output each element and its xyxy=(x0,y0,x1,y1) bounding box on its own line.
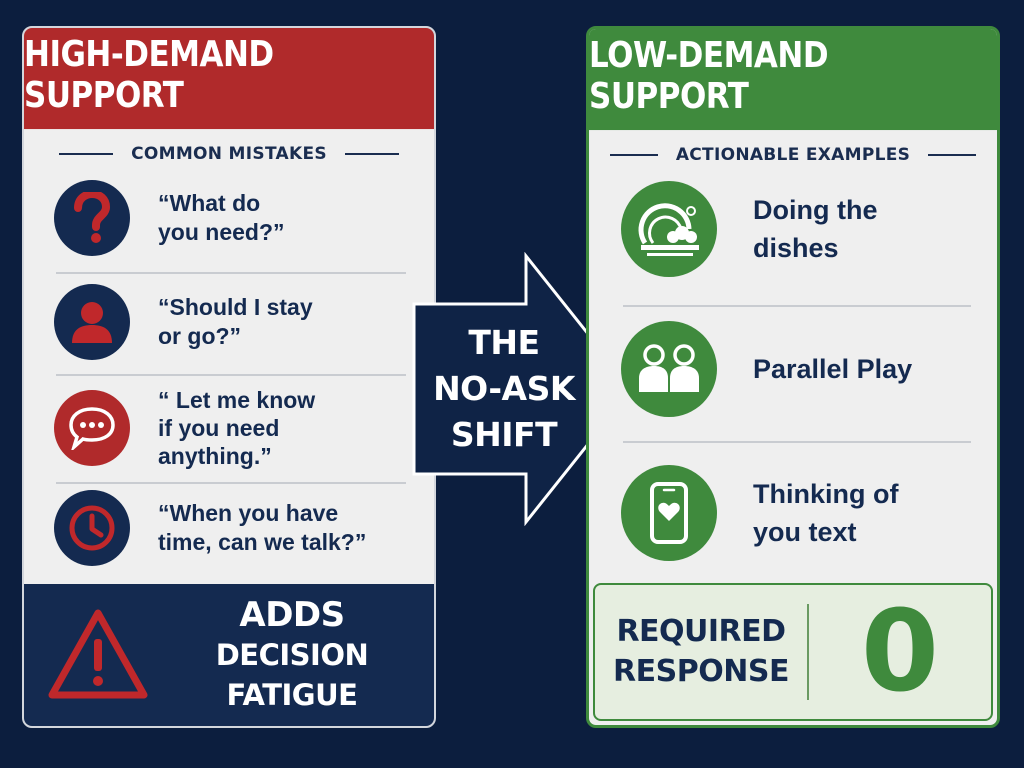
two-people-icon xyxy=(621,321,717,417)
required-response-text: REQUIRED RESPONSE xyxy=(613,614,789,689)
decision-fatigue-label: DECISION FATIGUE xyxy=(215,638,369,712)
heading-rule-left xyxy=(609,154,658,156)
divider xyxy=(623,305,971,307)
mistake-text: “ Let me know if you need anything.” xyxy=(158,387,316,469)
mistake-item-stay-or-go: “Should I stay or go?” xyxy=(54,284,406,360)
required-response-box: REQUIRED RESPONSE 0 xyxy=(593,583,993,721)
low-demand-panel: LOW-DEMAND SUPPORT ACTIONABLE EXAMPLES D… xyxy=(586,26,1000,728)
divider xyxy=(56,272,406,274)
adds-label: ADDS xyxy=(239,595,345,635)
question-mark-icon xyxy=(54,180,130,256)
required-response-label: REQUIRED RESPONSE xyxy=(595,612,807,692)
divider xyxy=(56,482,406,484)
chat-bubble-icon xyxy=(54,390,130,466)
divider xyxy=(56,374,406,376)
high-demand-title: HIGH-DEMAND SUPPORT xyxy=(24,28,434,130)
example-text: Parallel Play xyxy=(753,354,913,384)
person-icon xyxy=(54,284,130,360)
example-item-dishes: Doing the dishes xyxy=(621,181,971,277)
dishes-icon xyxy=(621,181,717,277)
shift-line-3: SHIFT xyxy=(450,415,558,454)
actionable-examples-heading: ACTIONABLE EXAMPLES xyxy=(589,141,997,169)
mistake-item-let-me-know: “ Let me know if you need anything.” xyxy=(54,386,406,470)
shift-arrow-icon xyxy=(412,252,634,526)
example-item-thinking-of-you: Thinking of you text xyxy=(621,465,971,561)
mistake-text: “When you have time, can we talk?” xyxy=(158,500,367,555)
actionable-examples-label: ACTIONABLE EXAMPLES xyxy=(675,145,911,165)
common-mistakes-label: COMMON MISTAKES xyxy=(131,144,327,164)
mistake-item-what-do-you-need: “What do you need?” xyxy=(54,180,406,256)
clock-icon xyxy=(54,490,130,566)
shift-line-1: THE xyxy=(468,323,540,362)
phone-heart-icon xyxy=(621,465,717,561)
mistake-text: “What do you need?” xyxy=(158,190,285,245)
low-demand-title: LOW-DEMAND SUPPORT xyxy=(589,29,997,131)
no-ask-shift-label: THE NO-ASK SHIFT xyxy=(414,320,594,458)
required-response-value: 0 xyxy=(861,587,939,717)
shift-line-2: NO-ASK xyxy=(433,369,575,408)
heading-rule-right xyxy=(928,154,977,156)
example-text: Thinking of you text xyxy=(753,479,899,547)
warning-icon xyxy=(48,609,148,699)
common-mistakes-heading: COMMON MISTAKES xyxy=(24,140,434,168)
decision-fatigue-text: ADDS DECISION FATIGUE xyxy=(150,595,434,715)
example-text: Doing the dishes xyxy=(753,195,878,263)
example-item-parallel-play: Parallel Play xyxy=(621,321,971,417)
heading-rule-right xyxy=(344,153,399,155)
high-demand-panel: HIGH-DEMAND SUPPORT COMMON MISTAKES “Wha… xyxy=(22,26,436,728)
mistake-text: “Should I stay or go?” xyxy=(158,294,313,349)
divider xyxy=(623,441,971,443)
decision-fatigue-banner: ADDS DECISION FATIGUE xyxy=(24,584,434,726)
heading-rule-left xyxy=(59,153,114,155)
mistake-item-when-you-have-time: “When you have time, can we talk?” xyxy=(54,490,406,566)
footer-divider xyxy=(807,604,809,700)
